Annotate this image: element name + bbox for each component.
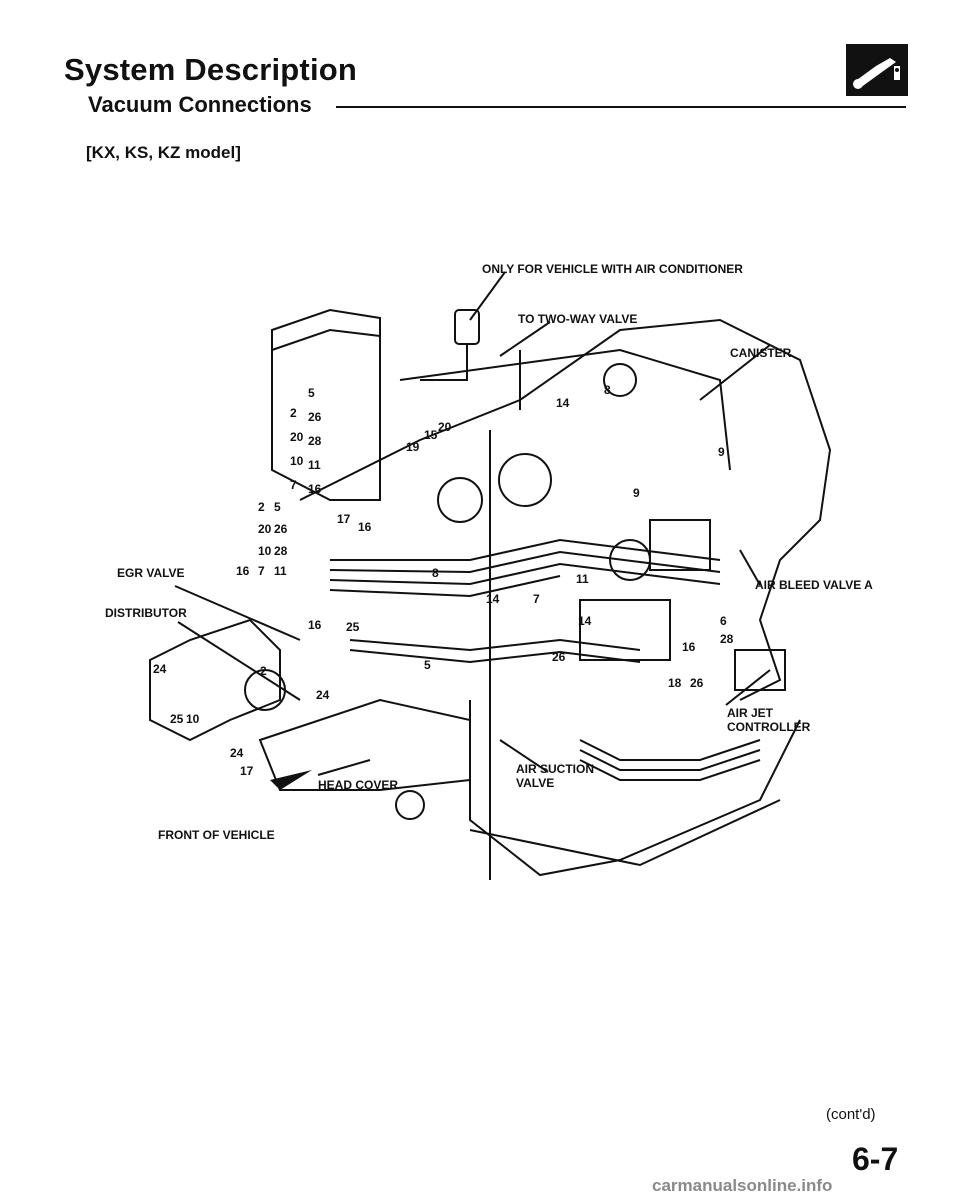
- hose-number: 8: [432, 566, 439, 580]
- callout-head-cover: HEAD COVER: [318, 778, 399, 792]
- hose-number: 26: [690, 676, 704, 690]
- hose-number: 25: [170, 712, 184, 726]
- hose-number: 16: [358, 520, 372, 534]
- callout-distributor: DISTRIBUTOR: [105, 606, 187, 620]
- page-title: System Description: [64, 52, 358, 87]
- callout-air-jet-controller: AIR JET: [727, 706, 774, 720]
- engine-outline: [299, 318, 832, 701]
- hose-number: 2: [290, 406, 297, 420]
- distributor-outline: [149, 618, 281, 742]
- model-label: [KX, KS, KZ model]: [86, 143, 241, 162]
- hose-number: 20: [258, 522, 272, 536]
- hose-number: 18: [668, 676, 682, 690]
- hose-number: 10: [186, 712, 200, 726]
- hose-number: 10: [258, 544, 272, 558]
- callout-egr-valve: EGR VALVE: [117, 566, 185, 580]
- hose-number: 20: [290, 430, 304, 444]
- hose-number: 5: [424, 658, 431, 672]
- hose-number: 11: [274, 564, 287, 578]
- hose-number: 17: [337, 512, 351, 526]
- hose-number: 16: [308, 482, 322, 496]
- callout-ac-only: ONLY FOR VEHICLE WITH AIR CONDITIONER: [482, 262, 743, 276]
- header-rule: [336, 106, 906, 108]
- hose-number: 9: [633, 486, 640, 500]
- hose-number: 16: [308, 618, 322, 632]
- hose-number: 7: [290, 478, 297, 492]
- callout-air-suction-valve: AIR SUCTION: [516, 762, 594, 776]
- callout-canister: CANISTER: [730, 346, 792, 360]
- hose-number: 5: [308, 386, 315, 400]
- hose-number: 2: [258, 500, 265, 514]
- hose-number: 9: [718, 445, 725, 459]
- hose-number: 14: [556, 396, 570, 410]
- callout-air-suction-valve: VALVE: [516, 776, 555, 790]
- hose-number: 24: [153, 662, 167, 676]
- hose-number: 5: [274, 500, 281, 514]
- chassis-outline: [469, 700, 801, 877]
- watermark: carmanualsonline.info: [652, 1176, 833, 1195]
- hose-number: 26: [308, 410, 322, 424]
- hose-number: 24: [230, 746, 244, 760]
- hose-number: 7: [533, 592, 540, 606]
- hose-number: 14: [486, 592, 500, 606]
- hose-number: 28: [274, 544, 288, 558]
- hose-number: 14: [578, 614, 592, 628]
- hose-number: 16: [682, 640, 696, 654]
- hose-number: 26: [274, 522, 288, 536]
- hose-number: 6: [720, 614, 727, 628]
- callout-air-jet-controller: CONTROLLER: [727, 720, 811, 734]
- hose-number: 20: [438, 420, 452, 434]
- hose-number: 28: [720, 632, 734, 646]
- air-cleaner-outline: [271, 308, 381, 501]
- callout-front-of-vehicle: FRONT OF VEHICLE: [158, 828, 275, 842]
- hose-number: 19: [406, 440, 420, 454]
- hose-number: 26: [552, 650, 566, 664]
- hose-number: 17: [240, 764, 254, 778]
- hose-number: 8: [604, 383, 611, 397]
- vacuum-hose-icon: [846, 44, 908, 96]
- hose-number: 11: [576, 572, 589, 586]
- hose-number: 25: [346, 620, 360, 634]
- hose-number: 7: [258, 564, 265, 578]
- callout-air-bleed-valve-a: AIR BLEED VALVE A: [755, 578, 873, 592]
- continued-label: (cont'd): [826, 1106, 876, 1123]
- hose-number: 28: [308, 434, 322, 448]
- page-number: 6-7: [852, 1141, 899, 1177]
- callout-two-way-valve: TO TWO-WAY VALVE: [518, 312, 638, 326]
- hose-number: 11: [308, 458, 321, 472]
- hose-number: 10: [290, 454, 304, 468]
- section-subtitle: Vacuum Connections: [88, 92, 312, 117]
- hose-number: 24: [316, 688, 330, 702]
- hose-number: 15: [424, 428, 438, 442]
- hose-number: 2: [260, 664, 267, 678]
- hose-number: 16: [236, 564, 250, 578]
